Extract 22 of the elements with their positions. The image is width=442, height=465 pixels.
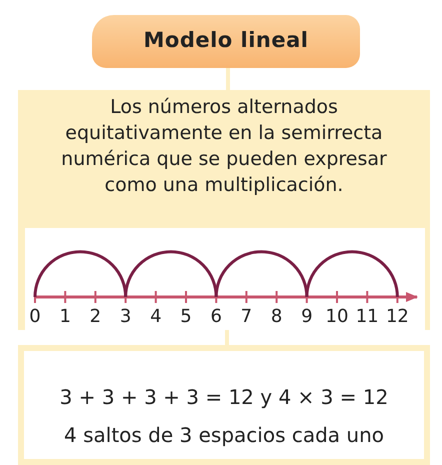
tick-number: 8 — [270, 306, 284, 327]
tick-number: 9 — [300, 306, 314, 327]
tick-number: 2 — [88, 306, 102, 327]
tick-number: 11 — [354, 306, 380, 327]
tick-number: 7 — [240, 306, 254, 327]
connector-line — [226, 68, 230, 90]
explanation-text: 4 saltos de 3 espacios cada uno — [63, 423, 385, 447]
tick-number: 1 — [58, 306, 72, 327]
tick-number: 12 — [384, 306, 410, 327]
tick-number: 10 — [324, 306, 350, 327]
title-tab — [92, 15, 360, 68]
connector-line — [225, 330, 229, 345]
title-text: Modelo lineal — [142, 28, 310, 52]
tick-number: 4 — [149, 306, 163, 327]
result-box — [18, 345, 430, 465]
tick-number: 3 — [118, 306, 132, 327]
equation-text: 3 + 3 + 3 + 3 = 12 y 4 × 3 = 12 — [58, 385, 390, 409]
tick-number: 5 — [179, 306, 193, 327]
description-text: Los números alternados equitativamente en la semirrecta numérica que se pueden expresar como una multiplicación. — [60, 95, 388, 198]
tick-number: 0 — [28, 306, 42, 327]
description-panel — [18, 90, 430, 330]
tick-number: 6 — [209, 306, 223, 327]
